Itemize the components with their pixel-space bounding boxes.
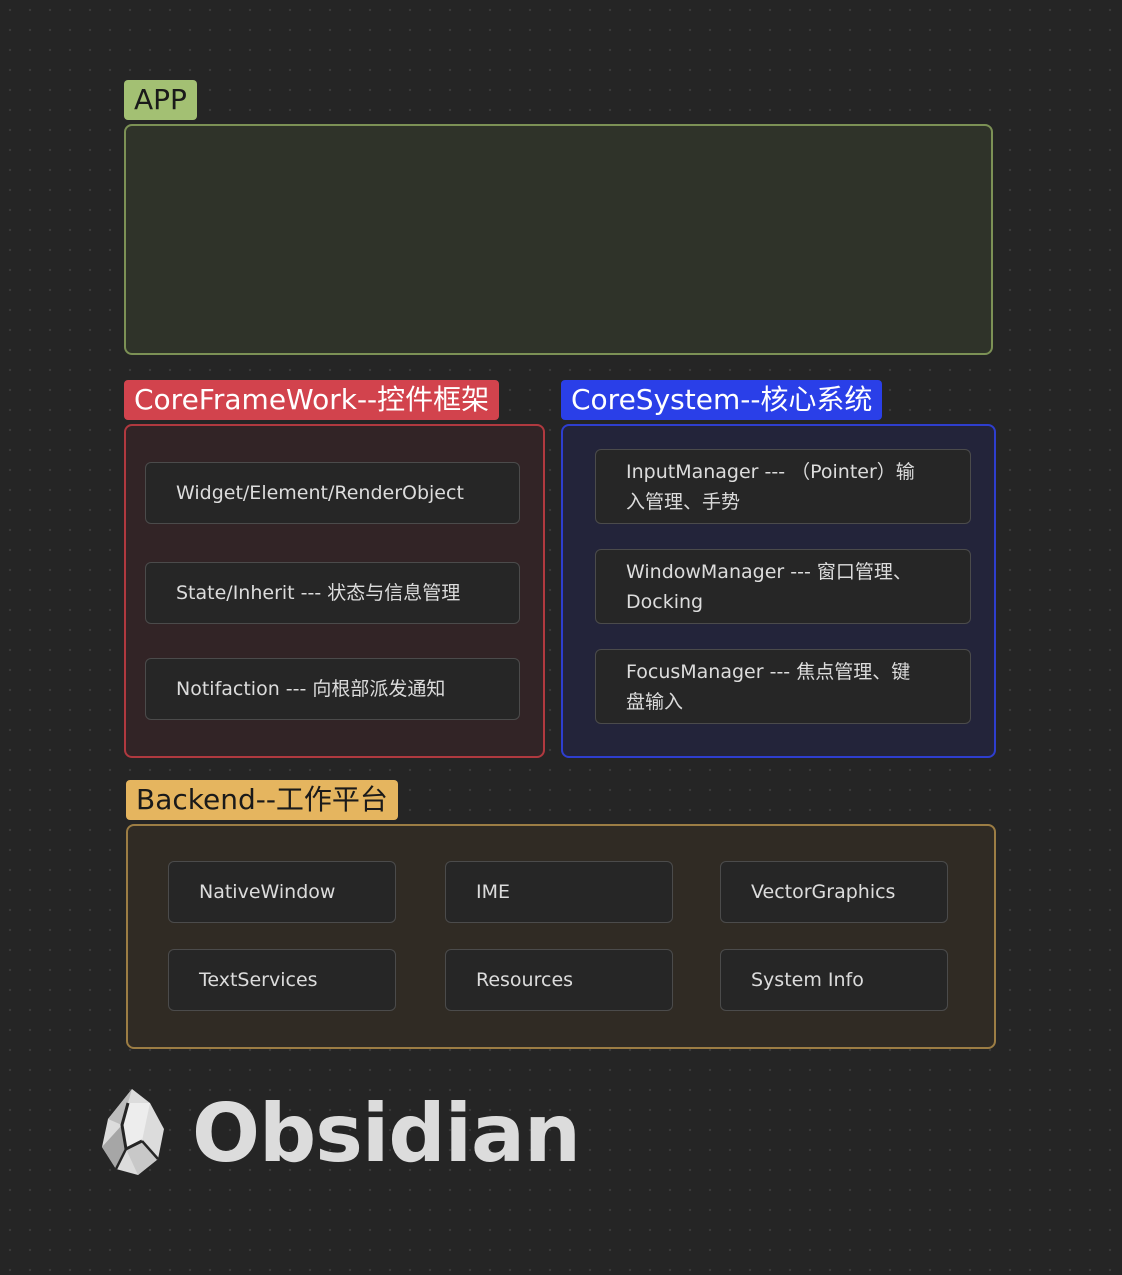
node-label: WindowManager --- 窗口管理、 Docking: [626, 557, 912, 617]
node-windowmanager[interactable]: WindowManager --- 窗口管理、 Docking: [595, 549, 971, 624]
node-label: Notifaction --- 向根部派发通知: [176, 678, 446, 700]
app-group-box[interactable]: [124, 124, 993, 355]
node-label: IME: [476, 881, 511, 903]
app-group-label: APP: [124, 80, 197, 120]
backend-group-label: Backend--工作平台: [126, 780, 398, 820]
node-label-line: WindowManager --- 窗口管理、: [626, 560, 912, 583]
coresystem-group-label: CoreSystem--核心系统: [561, 380, 883, 420]
node-resources[interactable]: Resources: [445, 949, 673, 1011]
node-ime[interactable]: IME: [445, 861, 673, 923]
backend-group-box[interactable]: [126, 824, 996, 1049]
node-state-inherit[interactable]: State/Inherit --- 状态与信息管理: [145, 562, 520, 624]
node-label: System Info: [751, 969, 864, 991]
node-widget-element-renderobject[interactable]: Widget/Element/RenderObject: [145, 462, 520, 524]
node-vectorgraphics[interactable]: VectorGraphics: [720, 861, 948, 923]
node-focusmanager[interactable]: FocusManager --- 焦点管理、键 盘输入: [595, 649, 971, 724]
node-label: VectorGraphics: [751, 881, 896, 903]
obsidian-crystal-icon: [102, 1089, 164, 1175]
obsidian-wordmark: Obsidian: [192, 1087, 581, 1180]
node-label-line: 盘输入: [626, 690, 684, 713]
node-nativewindow[interactable]: NativeWindow: [168, 861, 396, 923]
node-label: Resources: [476, 969, 574, 991]
node-label-line: 入管理、手势: [626, 490, 741, 513]
node-label-line: FocusManager --- 焦点管理、键: [626, 660, 911, 683]
node-label: FocusManager --- 焦点管理、键 盘输入: [626, 657, 910, 717]
node-notifaction[interactable]: Notifaction --- 向根部派发通知: [145, 658, 520, 720]
node-label: Widget/Element/RenderObject: [176, 482, 464, 504]
node-label: NativeWindow: [199, 881, 336, 903]
node-label: State/Inherit --- 状态与信息管理: [176, 582, 461, 604]
obsidian-logo: Obsidian: [98, 1086, 581, 1182]
node-system-info[interactable]: System Info: [720, 949, 948, 1011]
node-textservices[interactable]: TextServices: [168, 949, 396, 1011]
node-label-line: Docking: [626, 590, 704, 613]
coreframework-group-label: CoreFrameWork--控件框架: [124, 380, 500, 420]
node-inputmanager[interactable]: InputManager --- （Pointer）输 入管理、手势: [595, 449, 971, 524]
node-label: InputManager --- （Pointer）输 入管理、手势: [626, 457, 915, 517]
node-label: TextServices: [199, 969, 318, 991]
node-label-line: InputManager --- （Pointer）输: [626, 460, 915, 483]
